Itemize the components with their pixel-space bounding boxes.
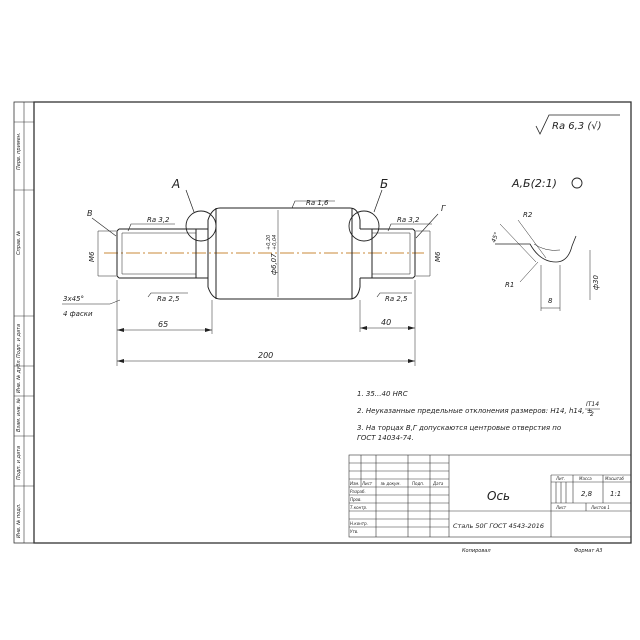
tb-h-podp: Подп. (412, 481, 424, 486)
section-label-a: А (171, 177, 180, 191)
tb-material: Сталь 50Г ГОСТ 4543-2016 (453, 522, 544, 530)
diameter-dimensions (97, 210, 431, 297)
roughness-right-low-text: Ra 2,5 (385, 295, 408, 303)
thread-dim-right: М6 (434, 251, 442, 262)
length-dim-65: 65 (158, 320, 168, 329)
tb-r-utv: Утв. (350, 529, 358, 534)
inner-frame (33, 101, 632, 544)
detail-dim-angle: 45° (490, 231, 500, 243)
general-roughness-mark (535, 114, 620, 135)
side-stamp-3: Подп. и дата (16, 324, 22, 358)
length-dimensions (116, 280, 416, 366)
roughness-marks (127, 200, 432, 298)
roughness-center-text: Ra 1,6 (306, 199, 329, 207)
roughness-left-text: Ra 3,2 (147, 216, 170, 224)
tb-copied: Копировал (462, 548, 491, 554)
surface-letter-v: В (87, 209, 93, 218)
detail-dim-r1: R1 (505, 281, 514, 289)
section-label-b: Б (380, 177, 388, 191)
tb-sheet-label: Лист (555, 505, 567, 510)
leader-a (185, 189, 195, 213)
note-1: 1. 35...40 HRC (357, 390, 408, 398)
general-roughness-text: Ra 6,3 (√) (552, 121, 602, 132)
chamfer-text-2: 4 фаски (63, 310, 93, 318)
tb-r-prov: Пров. (350, 497, 362, 502)
tb-sheets-label: Листов 1 (590, 505, 610, 510)
tb-part-name: Ось (487, 489, 510, 503)
leader-b (373, 189, 383, 213)
shaft-dia-tol-upper: +0,20 (266, 235, 272, 250)
side-stamp-2: Справ. № (16, 231, 22, 255)
tb-scale: 1:1 (610, 490, 621, 498)
shaft-dia-tol-lower: +0,04 (272, 235, 278, 250)
outer-frame (13, 101, 632, 544)
detail-dim-width: 8 (548, 297, 553, 305)
note-2-frac-den: 2 (590, 411, 594, 418)
tb-h-masshtab: Масштаб (605, 476, 625, 481)
note-3b: ГОСТ 14034-74. (357, 434, 414, 442)
side-stamp-4: Инв. № дубл. (16, 359, 22, 393)
shaft-outline (116, 207, 416, 300)
dimension-arrows (117, 326, 415, 363)
tb-r-razrab: Разраб. (350, 489, 366, 494)
detail-dim-dia: ф30 (592, 275, 600, 290)
side-stamp-1: Перв. примен. (16, 132, 22, 170)
tb-h-data: Дата (432, 481, 444, 486)
thread-dim-left: М6 (88, 251, 96, 262)
title-block-grid (348, 454, 632, 538)
side-stamp-strip (14, 102, 34, 543)
section-circle-a (185, 210, 217, 242)
tb-h-list: Лист (361, 481, 373, 486)
shaft-dia-main: ф6,07 (270, 253, 278, 275)
tb-h-massa: Масса (579, 476, 592, 481)
leader-g (415, 213, 439, 239)
note-2: 2. Неуказанные предельные отклонения раз… (357, 407, 593, 415)
detail-view-drawing (495, 219, 591, 311)
tb-format: Формат А3 (574, 548, 602, 554)
length-dim-40: 40 (381, 318, 391, 327)
tb-r-tkontr: Т.контр. (350, 505, 367, 510)
tb-mass: 2,8 (581, 490, 593, 498)
note-2-frac-num: IT14 (586, 401, 599, 408)
tb-h-izm: Изм. (350, 481, 359, 486)
side-stamp-5: Взам. инв. № (16, 398, 22, 432)
tb-h-lit: Лит. (555, 476, 565, 481)
chamfer-text-1: 3х45° (63, 295, 84, 303)
length-dim-200: 200 (258, 351, 273, 360)
rotation-symbol-icon (571, 177, 583, 189)
detail-view-title: А,Б(2:1) (511, 177, 557, 190)
roughness-right-text: Ra 3,2 (397, 216, 420, 224)
section-circle-b (348, 210, 380, 242)
roughness-left-low-text: Ra 2,5 (157, 295, 180, 303)
surface-letter-g: Г (441, 204, 446, 213)
side-stamp-7: Инв. № подл. (16, 504, 22, 539)
chamfer-leader (62, 299, 121, 305)
detail-dim-r2: R2 (523, 211, 533, 219)
leader-v (91, 217, 117, 237)
side-stamp-6: Подп. и дата (16, 446, 22, 480)
note-3a: 3. На торцах В,Г допускаются центровые о… (357, 424, 561, 432)
tb-r-nkontr: Н.контр. (350, 521, 368, 526)
tb-h-ndok: № докум. (380, 481, 401, 486)
